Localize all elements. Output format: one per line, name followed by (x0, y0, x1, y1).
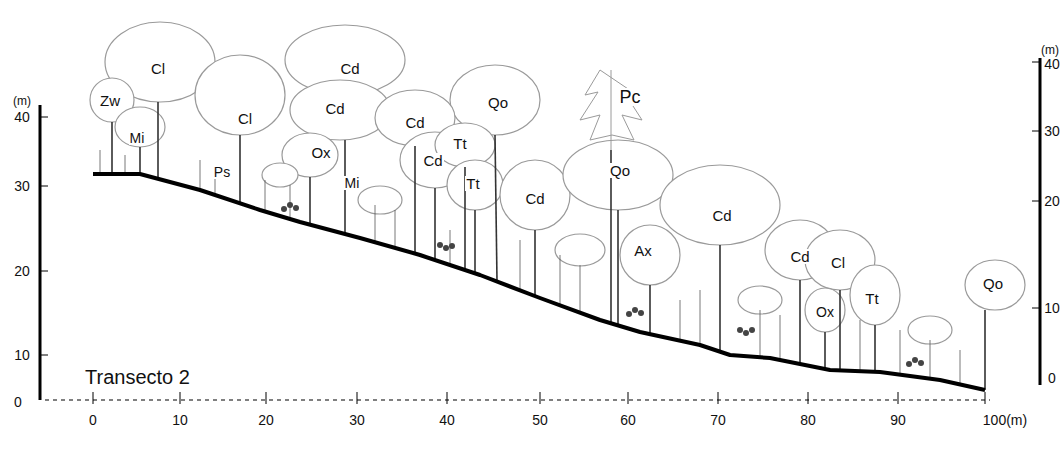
axis-tick-label: 0 (1048, 371, 1056, 385)
axis-tick-label: 40 (1044, 57, 1060, 71)
transect-title: Transecto 2 (85, 367, 190, 387)
species-code: Qo (487, 95, 509, 110)
species-code: Tt (864, 291, 879, 306)
species-code: Tt (452, 136, 467, 151)
species-code: Ps (213, 165, 231, 179)
axis-tick-label: 80 (800, 413, 816, 427)
axis-tick-label: 100(m) (983, 413, 1027, 427)
axis-tick-label: 90 (890, 413, 906, 427)
species-code: Cd (711, 208, 732, 223)
species-code: Cl (150, 61, 166, 76)
axis-tick-label: 10 (1044, 301, 1060, 315)
species-code: Cd (404, 115, 425, 130)
axis-tick-label: 40 (439, 413, 455, 427)
species-code: Cd (524, 191, 545, 206)
species-code: Qo (982, 276, 1004, 291)
axis-tick-label: 60 (620, 413, 636, 427)
axis-tick-label: 20 (258, 413, 274, 427)
species-code: Mi (129, 131, 146, 145)
axis-tick-label: 0 (89, 413, 97, 427)
species-code: Cd (422, 153, 443, 168)
axis-tick-label: 30 (14, 179, 30, 193)
species-code: Pc (618, 88, 641, 106)
species-code: Qo (609, 163, 631, 178)
axis-tick-label: 10 (172, 413, 188, 427)
axis-tick-label: 10 (14, 348, 30, 362)
axis-tick-label: 0 (14, 395, 22, 409)
axis-tick-label: 30 (349, 413, 365, 427)
axis-tick-label: 50 (532, 413, 548, 427)
species-code: Cd (339, 61, 360, 76)
species-code: Mi (344, 176, 361, 190)
species-code: Cl (237, 111, 253, 126)
axis-unit: (m) (13, 95, 31, 107)
species-code: Cl (830, 255, 846, 270)
axis-unit: (m) (1041, 44, 1059, 56)
species-code: Cd (324, 101, 345, 116)
species-code: Cd (789, 249, 810, 264)
axis-tick-label: 20 (14, 264, 30, 278)
species-code: Ox (815, 305, 835, 319)
species-code: Ox (310, 145, 331, 160)
axis-tick-label: 40 (14, 110, 30, 124)
species-code: Tt (465, 176, 480, 191)
axis-tick-label: 30 (1044, 124, 1060, 138)
axis-tick-label: 70 (710, 413, 726, 427)
species-code: Zw (99, 93, 121, 108)
species-code: Ax (633, 243, 653, 258)
axis-tick-label: 20 (1044, 194, 1060, 208)
